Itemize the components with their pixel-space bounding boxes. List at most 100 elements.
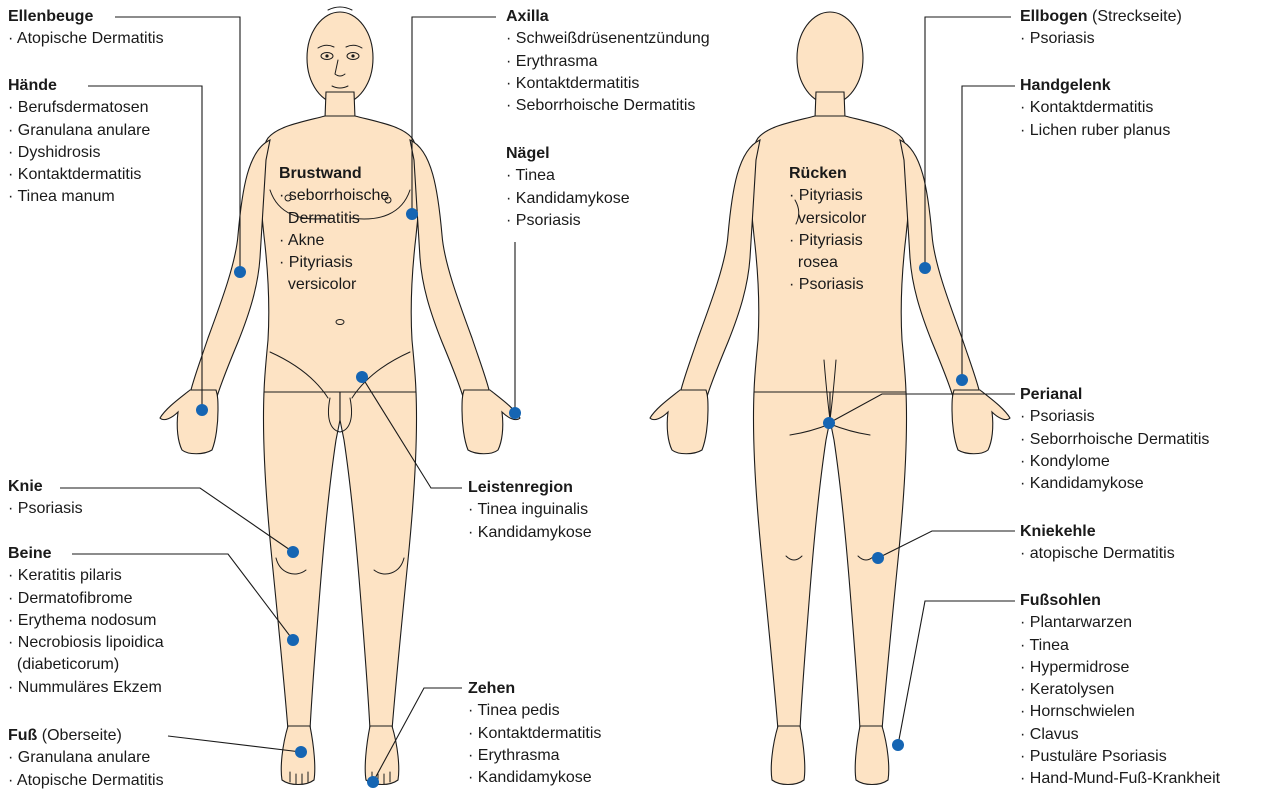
label-item: · Tinea	[506, 165, 630, 187]
front-body-figure	[160, 7, 520, 785]
label-item: · Psoriasis	[789, 274, 866, 296]
label-item: · Kandidamykose	[468, 767, 601, 789]
label-axilla: Axilla · Schweißdrüsenentzündung · Eryth…	[506, 6, 710, 117]
label-perianal: Perianal · Psoriasis · Seborrhoische Der…	[1020, 384, 1209, 495]
label-item: · Kontaktdermatitis	[468, 723, 601, 745]
label-title: Beine	[8, 545, 52, 562]
label-title: Kniekehle	[1020, 523, 1096, 540]
label-item: · Kontaktdermatitis	[1020, 97, 1170, 119]
label-item: · Schweißdrüsenentzündung	[506, 28, 710, 50]
label-title: Nägel	[506, 145, 550, 162]
label-fusssohlen: Fußsohlen · Plantarwarzen · Tinea · Hype…	[1020, 590, 1220, 791]
label-item: · Kontaktdermatitis	[506, 73, 710, 95]
label-item: · Berufsdermatosen	[8, 97, 150, 119]
label-item: · Tinea pedis	[468, 700, 601, 722]
label-item: · Nummuläres Ekzem	[8, 677, 164, 699]
label-item: · Kontaktdermatitis	[8, 164, 150, 186]
label-title: Axilla	[506, 8, 549, 25]
label-title: Rücken	[789, 165, 847, 182]
label-title: Brustwand	[279, 165, 362, 182]
dot-ellenbeuge	[234, 266, 246, 278]
label-item: · seborrhoische	[279, 185, 389, 207]
label-beine: Beine · Keratitis pilaris · Dermatofibro…	[8, 543, 164, 699]
label-item: · Pityriasis	[279, 252, 389, 274]
label-title: Leistenregion	[468, 479, 573, 496]
label-item: · Lichen ruber planus	[1020, 120, 1170, 142]
label-item: · Kandidamykose	[506, 188, 630, 210]
label-item: · Necrobiosis lipoidica	[8, 632, 164, 654]
label-leistenregion: Leistenregion · Tinea inguinalis · Kandi…	[468, 477, 592, 544]
label-ellbogen: Ellbogen (Streckseite) · Psoriasis	[1020, 6, 1182, 51]
label-suffix: (Streckseite)	[1088, 8, 1182, 25]
label-item: Dermatitis	[279, 208, 389, 230]
dot-naegel	[509, 407, 521, 419]
label-handgelenk: Handgelenk · Kontaktdermatitis · Lichen …	[1020, 75, 1170, 142]
leader-fusssohlen	[898, 601, 1015, 745]
label-kniekehle: Kniekehle · atopische Dermatitis	[1020, 521, 1175, 566]
leader-ellbogen	[925, 17, 1011, 268]
label-item: versicolor	[789, 208, 866, 230]
label-item: · Kandidamykose	[468, 522, 592, 544]
label-item: · Erythema nodosum	[8, 610, 164, 632]
label-item: · Hypermidrose	[1020, 657, 1220, 679]
label-item: · Erythrasma	[468, 745, 601, 767]
label-item: (diabeticorum)	[8, 654, 164, 676]
label-brustwand: Brustwand · seborrhoische Dermatitis · A…	[279, 163, 389, 297]
label-item: · Psoriasis	[8, 498, 83, 520]
leader-fuss	[168, 736, 301, 752]
label-ruecken: Rücken · Pityriasis versicolor · Pityria…	[789, 163, 866, 297]
label-naegel: Nägel · Tinea · Kandidamykose · Psoriasi…	[506, 143, 630, 232]
dot-fusssohlen	[892, 739, 904, 751]
label-item: · Pityriasis	[789, 230, 866, 252]
label-item: · Tinea inguinalis	[468, 499, 592, 521]
label-title: Fuß	[8, 727, 37, 744]
label-fuss: Fuß (Oberseite) · Granulana anulare · At…	[8, 725, 164, 792]
dot-ellbogen	[919, 262, 931, 274]
label-knie: Knie · Psoriasis	[8, 476, 83, 521]
label-item: · Granulana anulare	[8, 120, 150, 142]
label-zehen: Zehen · Tinea pedis · Kontaktdermatitis …	[468, 678, 601, 789]
label-title: Perianal	[1020, 386, 1082, 403]
label-item: · Keratitis pilaris	[8, 565, 164, 587]
label-suffix: (Oberseite)	[37, 727, 121, 744]
dot-kniekehle	[872, 552, 884, 564]
label-item: · Plantarwarzen	[1020, 612, 1220, 634]
label-item: · Granulana anulare	[8, 747, 164, 769]
label-title: Handgelenk	[1020, 77, 1111, 94]
label-item: · Keratolysen	[1020, 679, 1220, 701]
label-item: · Psoriasis	[506, 210, 630, 232]
dot-handgelenk	[956, 374, 968, 386]
label-item: · Seborrhoische Dermatitis	[506, 95, 710, 117]
label-item: · Clavus	[1020, 724, 1220, 746]
label-title: Fußsohlen	[1020, 592, 1101, 609]
dot-zehen	[367, 776, 379, 788]
label-item: · Akne	[279, 230, 389, 252]
label-title: Zehen	[468, 680, 515, 697]
label-title: Knie	[8, 478, 43, 495]
label-item: · Kondylome	[1020, 451, 1209, 473]
label-title: Ellbogen	[1020, 8, 1088, 25]
back-body-figure	[650, 12, 1010, 785]
label-item: · Hornschwielen	[1020, 701, 1220, 723]
label-item: · Dyshidrosis	[8, 142, 150, 164]
label-item: · Psoriasis	[1020, 28, 1182, 50]
label-item: · Tinea	[1020, 635, 1220, 657]
label-item: · Atopische Dermatitis	[8, 770, 164, 792]
label-item: · Atopische Dermatitis	[8, 28, 164, 50]
dot-fuss	[295, 746, 307, 758]
label-item: · Hand-Mund-Fuß-Krankheit	[1020, 768, 1220, 790]
label-item: rosea	[789, 252, 866, 274]
label-item: · Pustuläre Psoriasis	[1020, 746, 1220, 768]
label-title: Ellenbeuge	[8, 8, 93, 25]
dot-beine	[287, 634, 299, 646]
dot-knie	[287, 546, 299, 558]
label-item: · Psoriasis	[1020, 406, 1209, 428]
label-haende: Hände · Berufsdermatosen · Granulana anu…	[8, 75, 150, 209]
dot-haende	[196, 404, 208, 416]
label-item: · Tinea manum	[8, 186, 150, 208]
label-item: versicolor	[279, 274, 389, 296]
label-item: · atopische Dermatitis	[1020, 543, 1175, 565]
leader-handgelenk	[962, 86, 1015, 380]
label-item: · Pityriasis	[789, 185, 866, 207]
label-item: · Seborrhoische Dermatitis	[1020, 429, 1209, 451]
